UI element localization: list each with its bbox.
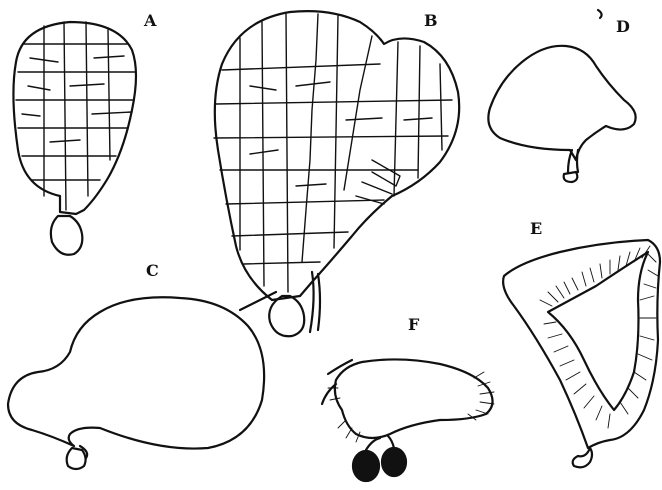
figure-b: B <box>214 11 459 336</box>
root-tuber-right <box>382 448 406 476</box>
figure-f: F <box>322 315 494 481</box>
root-tuber-left <box>353 451 379 481</box>
figure-e: E <box>503 219 660 467</box>
label-a: A <box>143 11 157 30</box>
figure-a: A <box>13 11 157 255</box>
label-b: B <box>424 11 438 30</box>
label-d: D <box>616 17 630 36</box>
figure-c: C <box>8 261 264 469</box>
label-e: E <box>530 219 542 238</box>
label-f: F <box>408 315 420 334</box>
figure-d: D <box>488 10 635 182</box>
label-c: C <box>146 261 159 280</box>
